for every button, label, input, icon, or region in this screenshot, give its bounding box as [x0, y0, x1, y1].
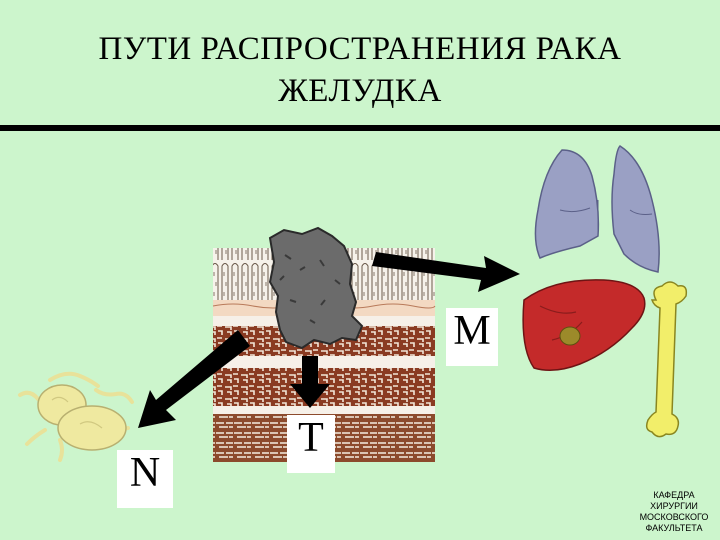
- title-line-1: ПУТИ РАСПРОСТРАНЕНИЯ РАКА: [98, 31, 622, 67]
- arrow-to-metastases: [372, 252, 520, 292]
- lymph-nodes-label: N: [117, 450, 173, 508]
- lymph-nodes-illustration: [18, 371, 134, 462]
- department-footer: КАФЕДРА ХИРУРГИИ МОСКОВСКОГО ФАКУЛЬТЕТА: [628, 490, 720, 534]
- liver-illustration: [522, 279, 646, 371]
- footer-line-1: КАФЕДРА: [653, 490, 695, 500]
- title-line-2: ЖЕЛУДКА: [278, 73, 442, 109]
- title-divider: [0, 125, 720, 131]
- arrow-to-tumor-depth: [290, 356, 330, 408]
- tumor: [268, 226, 364, 350]
- footer-line-2: ХИРУРГИИ: [650, 501, 698, 511]
- arrow-to-lymph-nodes: [138, 330, 250, 428]
- lungs-illustration: [534, 145, 660, 273]
- metastasis-label: M: [446, 308, 498, 366]
- footer-line-3: МОСКОВСКОГО: [639, 512, 709, 522]
- footer-line-4: ФАКУЛЬТЕТА: [645, 523, 703, 533]
- bone-illustration: [645, 281, 688, 438]
- slide-title: ПУТИ РАСПРОСТРАНЕНИЯ РАКА ЖЕЛУДКА: [20, 28, 700, 112]
- tumor-label: T: [287, 415, 335, 473]
